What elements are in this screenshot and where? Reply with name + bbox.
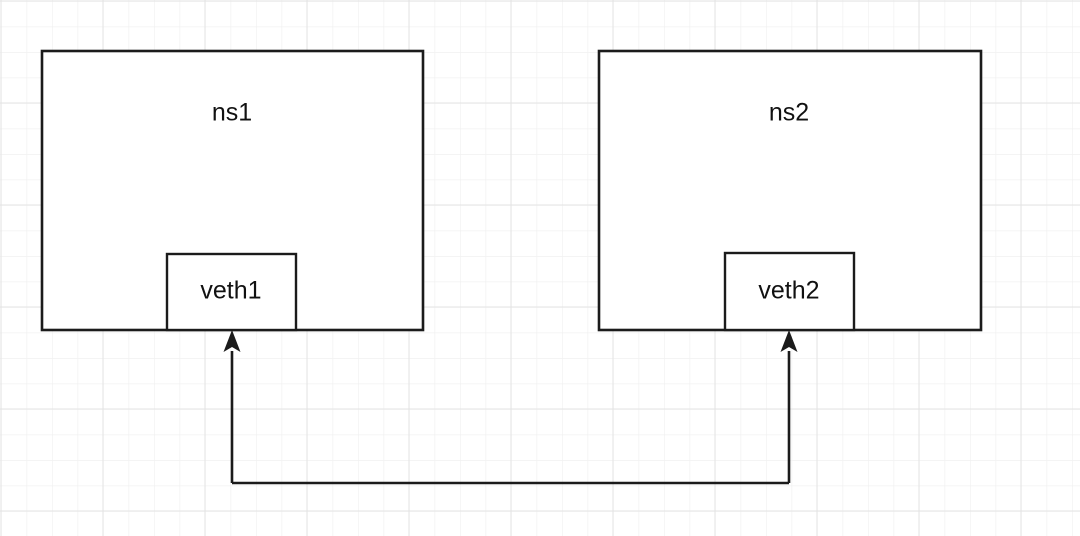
arrowhead-to-veth2 [780,330,798,352]
veth-pair-connector[interactable] [223,330,798,485]
interface-box-veth2[interactable] [723,251,856,332]
namespace-group-ns1[interactable]: ns1 veth1 [40,49,425,332]
interface-label-veth2: veth2 [758,277,819,305]
namespace-group-ns2[interactable]: ns2 veth2 [597,49,983,332]
interface-label-veth1: veth1 [200,277,261,305]
arrowhead-to-veth1 [223,330,241,352]
namespace-label-ns2: ns2 [769,99,809,127]
namespace-label-ns1: ns1 [212,99,252,127]
interface-box-veth1[interactable] [165,252,298,332]
